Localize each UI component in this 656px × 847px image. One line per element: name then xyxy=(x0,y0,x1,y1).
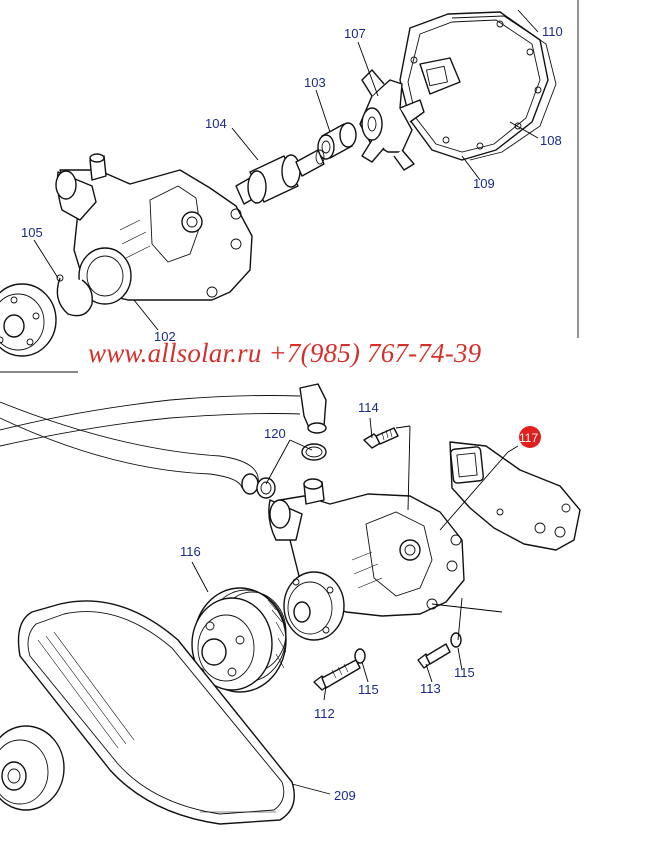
callout-116: 116 xyxy=(180,544,201,559)
pump-housing-lower xyxy=(268,478,465,641)
callout-115-right: 115 xyxy=(454,665,475,680)
bearing-shaft xyxy=(235,149,325,205)
washer-115-left xyxy=(354,648,366,664)
callout-102: 102 xyxy=(154,329,176,344)
callout-112: 112 xyxy=(314,706,335,721)
gasket xyxy=(451,15,557,161)
callout-117: 117 xyxy=(519,431,538,445)
pulley-116 xyxy=(191,587,287,693)
washer-115-right xyxy=(450,632,462,648)
callout-105: 105 xyxy=(21,225,43,240)
callout-104: 104 xyxy=(205,116,227,131)
coolant-hoses xyxy=(0,383,327,495)
pump-housing-upper xyxy=(55,153,253,305)
callout-117-highlight-badge xyxy=(519,426,541,448)
mechanical-seal xyxy=(317,122,357,160)
bolt-112 xyxy=(313,659,361,691)
callout-110: 110 xyxy=(542,24,563,39)
watermark-contact: www.allsolar.ru +7(985) 767-74-39 xyxy=(88,338,482,368)
idler-pulley xyxy=(0,725,65,811)
rear-cover-plate xyxy=(399,11,549,161)
callout-103: 103 xyxy=(304,75,326,90)
callout-115-left: 115 xyxy=(358,682,379,697)
bolt-114 xyxy=(363,427,399,449)
drive-belt xyxy=(17,600,295,825)
callout-113: 113 xyxy=(420,681,441,696)
circlip xyxy=(56,274,93,317)
callout-209: 209 xyxy=(334,788,356,803)
callout-107: 107 xyxy=(344,26,366,41)
cover-plate-117 xyxy=(449,441,581,551)
callout-120: 120 xyxy=(264,426,286,441)
callout-114: 114 xyxy=(358,400,379,415)
pulley-flange-upper xyxy=(0,283,57,357)
callout-109: 109 xyxy=(473,176,495,191)
leader-lines xyxy=(33,9,539,795)
bolt-113 xyxy=(417,643,451,669)
callout-108: 108 xyxy=(540,133,562,148)
